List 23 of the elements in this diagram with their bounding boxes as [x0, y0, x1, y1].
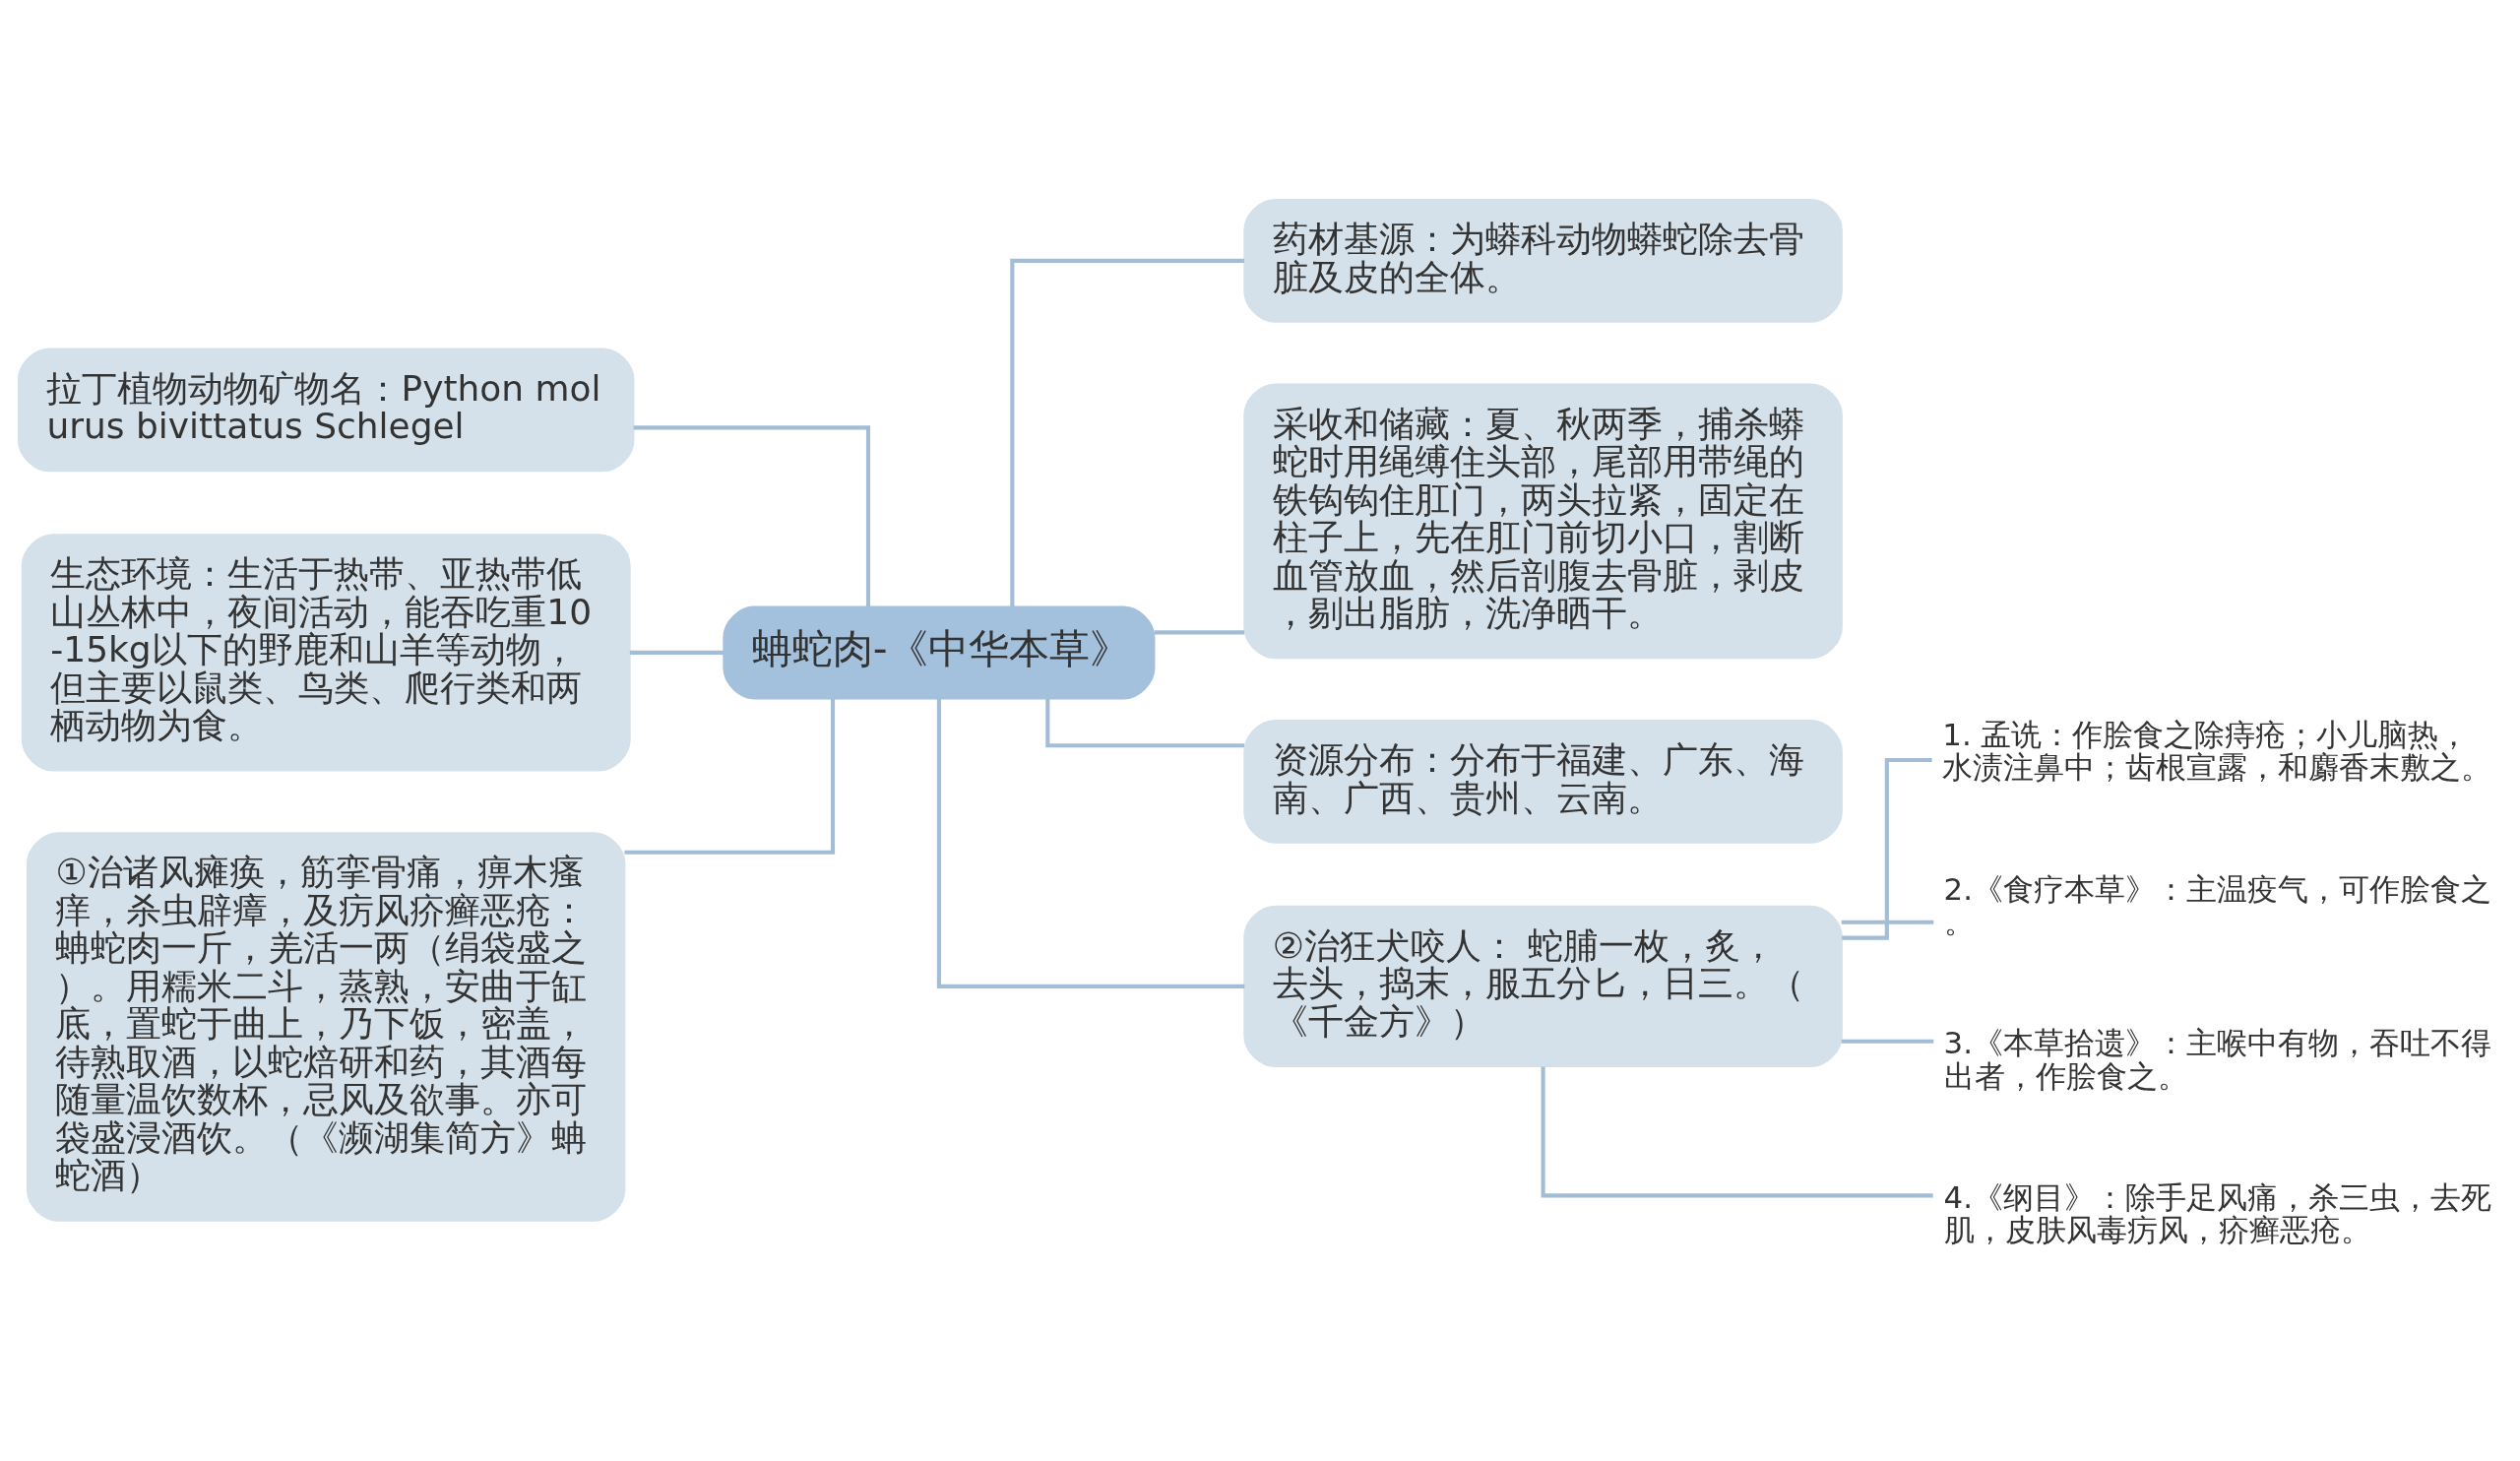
node-text: 2.《食疗本草》：主温疫气，可作脍食之。: [1943, 870, 2491, 939]
node-box: 生态环境：生活于热带、亚热带低山丛林中，夜间活动，能吞吃重10-15kg以下的野鹿和山羊等动物，但主要以鼠类、鸟类、爬行类和两栖动物为食。: [21, 533, 631, 772]
connector: [1842, 757, 1932, 940]
connector: [633, 424, 871, 607]
connector: [1154, 629, 1244, 634]
connector: [936, 697, 1245, 988]
node-text: 3.《本草拾遗》：主喉中有物，吞吐不得出者，作脍食之。: [1943, 1024, 2491, 1094]
connector: [1841, 920, 1934, 924]
node-box: 拉丁植物动物矿物名：Python molurus bivittatus Schlegel: [17, 348, 635, 472]
connector: [629, 650, 724, 655]
connector: [624, 698, 836, 855]
node-box: 采收和储藏：夏、秋两季，捕杀蟒蛇时用绳缚住头部，尾部用带绳的铁钩钩住肛门，两头拉紧，固定在柱子上，先在肛门前切小口，割断血管放血，然后剖腹去骨脏，剥皮，剔出脂肪，洗净晒干。: [1243, 382, 1843, 659]
connector: [1541, 1065, 1933, 1197]
node-box: 药材基源：为蟒科动物蟒蛇除去骨脏及皮的全体。: [1243, 198, 1843, 323]
connector: [1841, 1039, 1934, 1044]
node-text: 1. 孟诜：作脍食之除痔疮；小儿脑热，水渍注鼻中；齿根宣露，和麝香末敷之。: [1942, 716, 2492, 785]
connector: [1010, 258, 1245, 606]
node-box: ②治狂犬咬人： 蛇脯一枚，炙，去头，捣末，服五分匕，日三。（《千金方》）: [1243, 905, 1843, 1067]
node-box: 资源分布：分布于福建、广东、海南、广西、贵州、云南。: [1243, 719, 1843, 844]
node-box: 蚺蛇肉-《中华本草》: [723, 604, 1156, 699]
connector: [1045, 698, 1244, 747]
node-box: ①治诸风瘫痪，筋挛骨痛，痹木瘙痒，杀虫辟瘴，及疠风疥癣恶疮：蚺蛇肉一斤，羌活一两（绢袋盛之）。用糯米二斗，蒸熟，安曲于缸底，置蛇于曲上，乃下饭，密盖，待熟取酒，以蛇焙研和药，其酒每随量温饮数杯，忌风及欲事。亦可袋盛浸酒饮。（《濒湖集简方》蚺蛇酒）: [26, 831, 626, 1222]
node-text: 4.《纲目》：除手足风痛，杀三虫，去死肌，皮肤风毒疠风，疥癣恶疮。: [1943, 1178, 2491, 1247]
